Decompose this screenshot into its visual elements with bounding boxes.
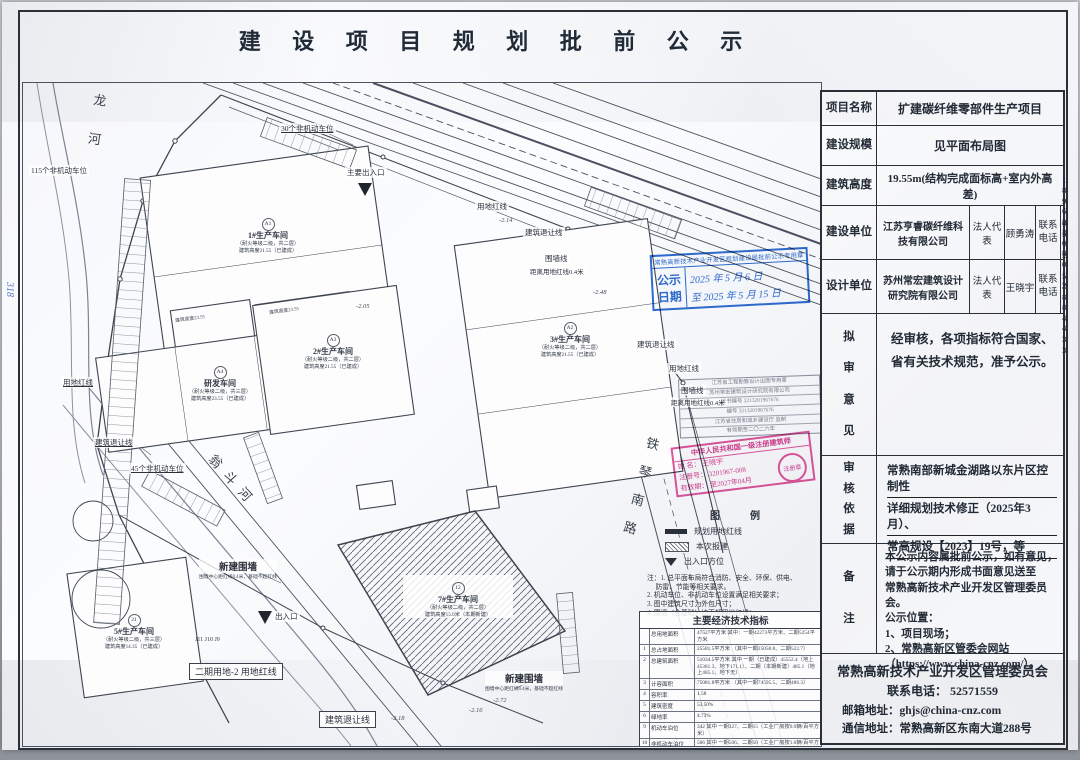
new-fence-text: 新建围墙 bbox=[485, 671, 563, 685]
row-basis: 审核依据 常熟南部新城金湖路以东片区控制性 详细规划技术修正（2025年3月）、… bbox=[822, 456, 1063, 559]
new-fence-subtext: 围墙中心距红线0.4米，基础不超红线 bbox=[199, 575, 277, 580]
label-land-red-line-e: 用地红线 bbox=[667, 363, 701, 374]
label-land-red-line-ne: 用地红线 bbox=[475, 201, 509, 212]
opinion-text: 经审核，各项指标符合国家、省有关技术规范，准予公示。 bbox=[891, 332, 1054, 369]
site-plan-drawing: 龙河 翁斗河 铁琴南路 115个非机动车位 30个非机动车位 45个非机动车位 … bbox=[22, 82, 822, 747]
label-setback-line-e: 建筑退让线 bbox=[635, 339, 677, 350]
redline-symbol bbox=[665, 529, 687, 534]
basis-label: 审核依据 bbox=[822, 456, 877, 543]
building-label-2: A3 2#生产车间 （耐火等级二级，共二层） 建筑高度21.55（已建成） bbox=[281, 327, 385, 370]
label-setback-line-ne: 建筑退让线 bbox=[523, 227, 565, 238]
building-label-7-new: 12 7#生产车间 （耐火等级二级，共二层） 建筑高度15.0米（本期新建） bbox=[403, 575, 513, 618]
remarks-text: 本公示内容属批前公示，如有意见， 请于公示期内形成书面意见送至 常熟高新技术产业… bbox=[885, 551, 1058, 671]
public-notice-date-stamp: 常熟高新技术产业开发区规划建设局批前公示专用章 公示日期 2025 年 5 月 … bbox=[649, 246, 811, 312]
row-opinion: 拟审意见 经审核，各项指标符合国家、省有关技术规范，准予公示。 bbox=[822, 314, 1063, 456]
building-code: 12 bbox=[451, 582, 465, 595]
label-entrance: 出入口 bbox=[273, 611, 300, 622]
page-title: 建 设 项 目 规 划 批 前 公 示 bbox=[238, 29, 756, 54]
elevation-mark: -2.16 bbox=[469, 707, 483, 714]
legend-item-redline: 规划用地红线 bbox=[665, 526, 815, 537]
elevation-mark: -2.18 bbox=[391, 715, 405, 722]
row-height: 建筑高度 19.55m(结构完成面标高+室内外高差) bbox=[822, 166, 1063, 206]
label-setback-line-box: 建筑退让线 bbox=[319, 711, 377, 728]
label-setback-line: 建筑退让线 bbox=[93, 437, 135, 448]
building-label-1: A1 1#生产车间 （耐火等级二级，共二层） 建筑高度21.55（已建成） bbox=[213, 211, 323, 254]
row-scale: 建设规模 见平面布局图 bbox=[822, 126, 1063, 166]
footer-organization: 常熟高新技术产业开发区管理委员会 bbox=[837, 663, 1048, 679]
parking-label-45: 45个非机动车位 bbox=[129, 463, 186, 474]
row-project-name: 项目名称 扩建碳纤维零部件生产项目 bbox=[822, 92, 1063, 126]
stamp-dates: 2025 年 5 月 6 日 至 2025 年 5 月 15 日 bbox=[689, 270, 782, 304]
building-code: 21 bbox=[127, 614, 141, 627]
label-fence-distance-ne: 距离用地红线0.4米 bbox=[528, 266, 586, 276]
elevation-mark: -2.72 bbox=[493, 697, 507, 704]
row-construction-unit: 建设单位 江苏亨睿碳纤维科技有限公司 法人代表 顾勇涛 联系电话 1896230… bbox=[822, 175, 1066, 290]
margin-handwritten-note: 318 bbox=[4, 282, 15, 297]
sheet-border bbox=[18, 10, 1068, 750]
basis-text: 常熟南部新城金湖路以东片区控制性 详细规划技术修正（2025年3月）、 常高规设… bbox=[877, 456, 1063, 559]
footer-email: 邮箱地址：ghjs@china-cnz.com bbox=[842, 704, 1002, 717]
elevation-mark: -2.48 bbox=[593, 289, 607, 296]
label-j-points: J11 J10 J9 bbox=[195, 637, 220, 643]
design-institute-stamp: 江苏省工程勘察设计出图专用章 苏州常宏建筑设计研究院有限公司 证书编号 3213… bbox=[678, 374, 821, 439]
notes-prefix: 注： bbox=[647, 575, 661, 582]
building-code: A3 bbox=[326, 334, 340, 347]
footer-telephone: 联系电话： 52571559 bbox=[886, 684, 998, 699]
row-remarks: 备注 本公示内容属批前公示，如有意见， 请于公示期内形成书面意见送至 常熟高新技… bbox=[822, 544, 1063, 671]
row-design-unit: 设计单位 苏州常宏建筑设计研究院有限公司 法人代表 王晓宇 联系电话 0512-… bbox=[822, 218, 1066, 355]
remarks-label: 备注 bbox=[822, 544, 877, 653]
stamp-left-cell: 公示日期 bbox=[652, 267, 688, 309]
building-label-research: A4 研发车间 （耐火等级二级，共三层） 建筑高度23.55（已建成） bbox=[165, 359, 275, 402]
new-fence-text: 新建围墙 bbox=[199, 559, 277, 573]
label-new-fence-1: 新建围墙 围墙中心距红线0.4米，基础不超红线 bbox=[199, 559, 277, 580]
building-label-5: 21 5#生产车间 （耐火等级二级，共三层） 建筑高度14.35（已建成） bbox=[79, 607, 189, 650]
legend-title: 图 例 bbox=[710, 511, 770, 522]
building-code: A1 bbox=[261, 218, 275, 231]
building-code: A2 bbox=[563, 322, 577, 335]
label-new-fence-2: 新建围墙 围墙中心距红线0.4米，基础不超红线 bbox=[485, 671, 563, 692]
triangle-symbol bbox=[665, 557, 677, 566]
hatch-symbol bbox=[665, 541, 689, 552]
parking-label-30: 30个非机动车位 bbox=[279, 123, 336, 134]
legend: 图 例 规划用地红线 本次报建 出入口方位 bbox=[665, 507, 815, 567]
new-fence-subtext: 围墙中心距红线0.4米，基础不超红线 bbox=[485, 687, 563, 692]
row-footer: 常熟高新技术产业开发区管理委员会 联系电话： 52571559 邮箱地址：ghj… bbox=[822, 654, 1063, 743]
legend-item-new-construction: 本次报建 bbox=[665, 541, 815, 552]
river-long-he bbox=[36, 83, 104, 484]
footer-contact-block: 常熟高新技术产业开发区管理委员会 联系电话： 52571559 邮箱地址：ghj… bbox=[822, 654, 1063, 743]
info-table: 项目名称 扩建碳纤维零部件生产项目 建设规模 见平面布局图 建筑高度 19.55… bbox=[820, 90, 1066, 745]
footer-address: 通信地址：常熟高新区东南大道288号 bbox=[842, 723, 1032, 736]
label-fence-line-ne: 围墙线 bbox=[543, 253, 570, 264]
label-phase2-red-line: 二期用地-2 用地红线 bbox=[189, 663, 283, 680]
label-main-entrance: 主要出入口 bbox=[345, 167, 387, 178]
label-land-red-line: 用地红线 bbox=[61, 377, 95, 388]
entrance-markers bbox=[258, 183, 372, 624]
econ-title: 主要经济技术指标 bbox=[640, 612, 821, 629]
parking-label-115: 115个非机动车位 bbox=[29, 165, 89, 176]
elevation-mark: -2.14 bbox=[499, 217, 513, 224]
building-label-3: A2 3#生产车间 （耐火等级二级，共二层） 建筑高度21.55（已建成） bbox=[515, 315, 625, 358]
legend-item-entrance: 出入口方位 bbox=[665, 556, 815, 567]
opinion-label: 拟审意见 bbox=[822, 314, 877, 455]
parking-strips bbox=[93, 117, 683, 674]
elevation-mark: -2.05 bbox=[356, 303, 370, 310]
building-code: A4 bbox=[213, 366, 227, 379]
